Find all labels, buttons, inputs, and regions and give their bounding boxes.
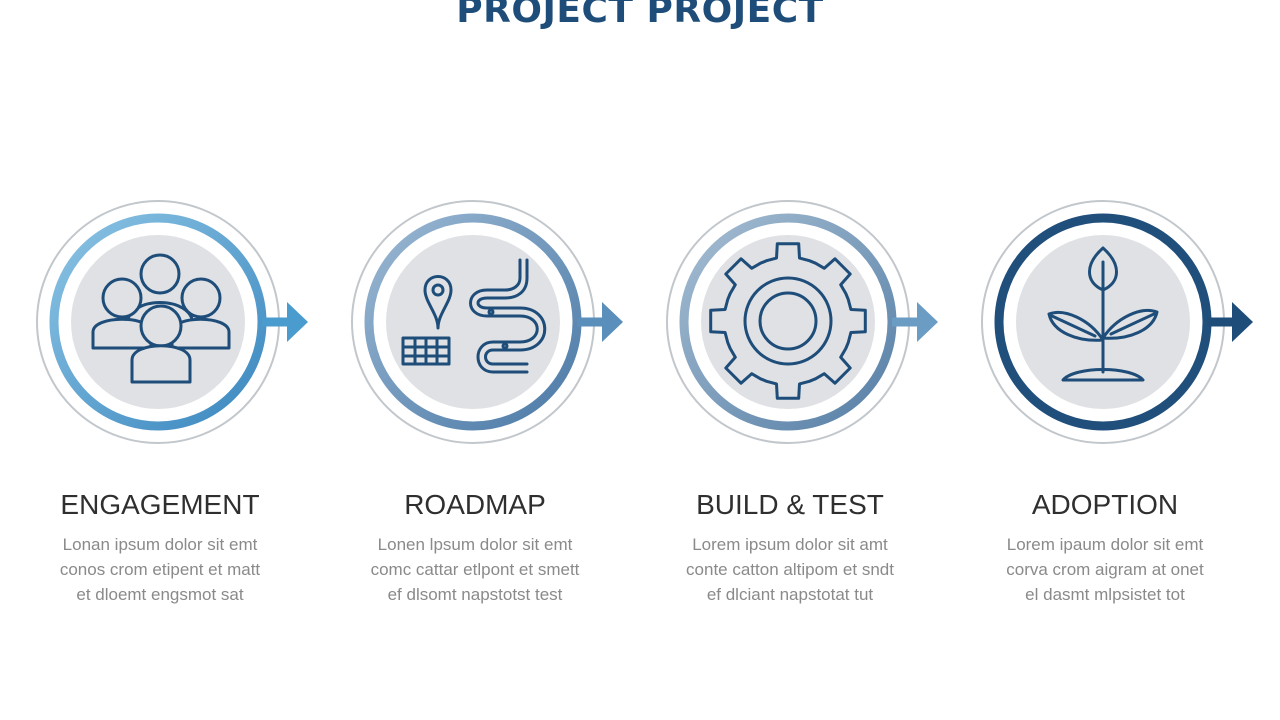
arrow-icon <box>1232 302 1253 342</box>
map-route-icon <box>401 258 547 374</box>
people-group-icon <box>91 253 231 384</box>
step-label: ENGAGEMENT <box>60 489 260 520</box>
arrow-icon <box>287 302 308 342</box>
step-graphic <box>0 190 320 460</box>
gear-icon <box>709 242 867 400</box>
step-description: Lorem ipsum dolor sit amt conte catton a… <box>686 535 894 604</box>
arrow-icon <box>602 302 623 342</box>
step-description: Lonan ipsum dolor sit emt conos crom eti… <box>59 535 261 604</box>
step-roadmap: ROADMAP Lonen lpsum dolor sit emt comc c… <box>315 0 635 720</box>
step-graphic <box>630 190 950 460</box>
step-graphic <box>315 190 635 460</box>
step-description: Lonen lpsum dolor sit emt comc cattar et… <box>370 535 580 604</box>
page-title: PROJECT PROJECT <box>456 0 824 31</box>
plant-sprout-icon <box>1047 246 1159 382</box>
step-label: BUILD & TEST <box>696 489 884 520</box>
step-engagement: ENGAGEMENT Lonan ipsum dolor sit emt con… <box>0 0 320 720</box>
step-label: ADOPTION <box>1031 489 1179 520</box>
step-adoption: ADOPTION Lorem ipaum dolor sit emt corva… <box>945 0 1265 720</box>
arrow-icon <box>917 302 938 342</box>
step-graphic <box>945 190 1265 460</box>
step-description: Lorem ipaum dolor sit emt corva crom aig… <box>1006 535 1204 604</box>
step-label: ROADMAP <box>404 489 546 520</box>
step-build-test: BUILD & TEST Lorem ipsum dolor sit amt c… <box>630 0 950 720</box>
